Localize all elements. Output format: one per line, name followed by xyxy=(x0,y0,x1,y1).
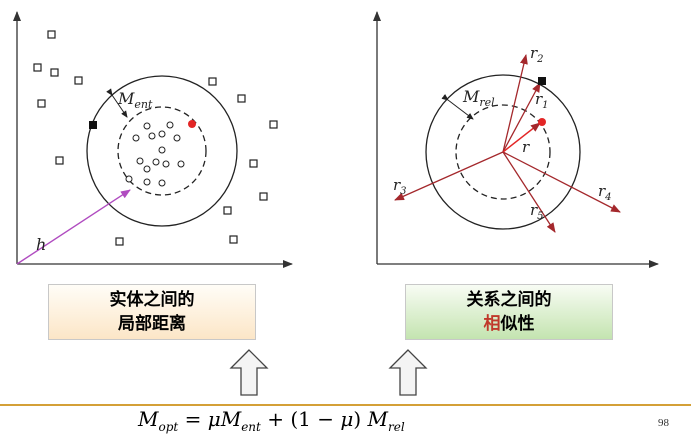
entity-point xyxy=(177,160,185,168)
entity-point xyxy=(136,157,144,165)
entity-box-line1: 实体之间的 xyxy=(109,290,195,310)
entity-outlier-points xyxy=(33,30,278,246)
m-opt-formula: Mopt = μMent + (1 − μ) Mrel xyxy=(138,407,405,434)
r1-label: r1 xyxy=(535,90,549,111)
entity-square xyxy=(259,192,268,201)
entity-point xyxy=(143,178,151,186)
relation-box-accent-char: 相 xyxy=(483,314,501,334)
entity-point xyxy=(162,160,170,168)
entity-square xyxy=(33,63,42,72)
entity-point xyxy=(158,179,166,187)
entity-point xyxy=(152,158,160,166)
m-rel-margin-arrow xyxy=(441,93,474,120)
relation-similarity-box: 关系之间的 相似性 xyxy=(405,284,613,340)
entity-point xyxy=(173,134,181,142)
relation-outer-circle xyxy=(425,74,581,230)
relation-box-line1: 关系之间的 xyxy=(466,290,552,310)
entity-square xyxy=(223,206,232,215)
h-vector-arrow xyxy=(16,189,131,265)
r-vector xyxy=(502,122,541,153)
r1-vector xyxy=(502,82,541,153)
entity-point xyxy=(158,130,166,138)
entity-boundary-point xyxy=(89,121,97,129)
entity-point xyxy=(148,132,156,140)
entity-point xyxy=(158,146,166,154)
entity-box-line2: 局部距离 xyxy=(118,314,186,334)
relation-query-point xyxy=(538,118,546,126)
entity-outer-circle xyxy=(86,75,238,227)
r4-vector xyxy=(502,151,621,213)
r-label: r xyxy=(522,138,530,156)
footer-divider xyxy=(0,404,691,406)
entity-inner-dashed-circle xyxy=(117,106,207,196)
h-label: h xyxy=(36,235,46,254)
entity-point xyxy=(143,122,151,130)
r3-vector xyxy=(394,151,504,201)
relation-inner-dashed-circle xyxy=(455,104,551,200)
entity-square xyxy=(249,159,258,168)
m-ent-label: Ment xyxy=(117,89,153,111)
entity-square xyxy=(74,76,83,85)
r4-label: r4 xyxy=(598,182,612,203)
entity-square xyxy=(37,99,46,108)
entity-square xyxy=(115,237,124,246)
entity-space-panel: Ment h xyxy=(13,11,293,268)
entity-up-arrow xyxy=(229,349,269,396)
r2-vector xyxy=(502,54,528,153)
r5-vector xyxy=(502,151,556,233)
r3-label: r3 xyxy=(393,176,407,197)
relation-boundary-point xyxy=(538,77,546,85)
r2-label: r2 xyxy=(530,44,544,65)
entity-square xyxy=(229,235,238,244)
entity-point xyxy=(132,134,140,142)
entity-square xyxy=(55,156,64,165)
entity-square xyxy=(237,94,246,103)
entity-distance-box: 实体之间的 局部距离 xyxy=(48,284,256,340)
m-ent-margin-arrow xyxy=(106,88,128,118)
page-number: 98 xyxy=(658,417,669,429)
m-rel-label: Mrel xyxy=(462,87,495,109)
entity-point xyxy=(125,175,133,183)
relation-box-line2-rest: 似性 xyxy=(500,314,535,334)
r5-label: r5 xyxy=(530,201,544,222)
entity-square xyxy=(50,68,59,77)
entity-query-point xyxy=(188,120,196,128)
relation-box-line2: 相似性 xyxy=(484,312,535,336)
entity-point xyxy=(166,121,174,129)
entity-square xyxy=(208,77,217,86)
entity-point xyxy=(143,165,151,173)
entity-square xyxy=(269,120,278,129)
relation-space-panel: Mrel r r1 r2 r3 r4 r5 xyxy=(373,11,659,268)
relation-up-arrow xyxy=(388,349,428,396)
entity-square xyxy=(47,30,56,39)
entity-cluster-points xyxy=(125,121,185,187)
